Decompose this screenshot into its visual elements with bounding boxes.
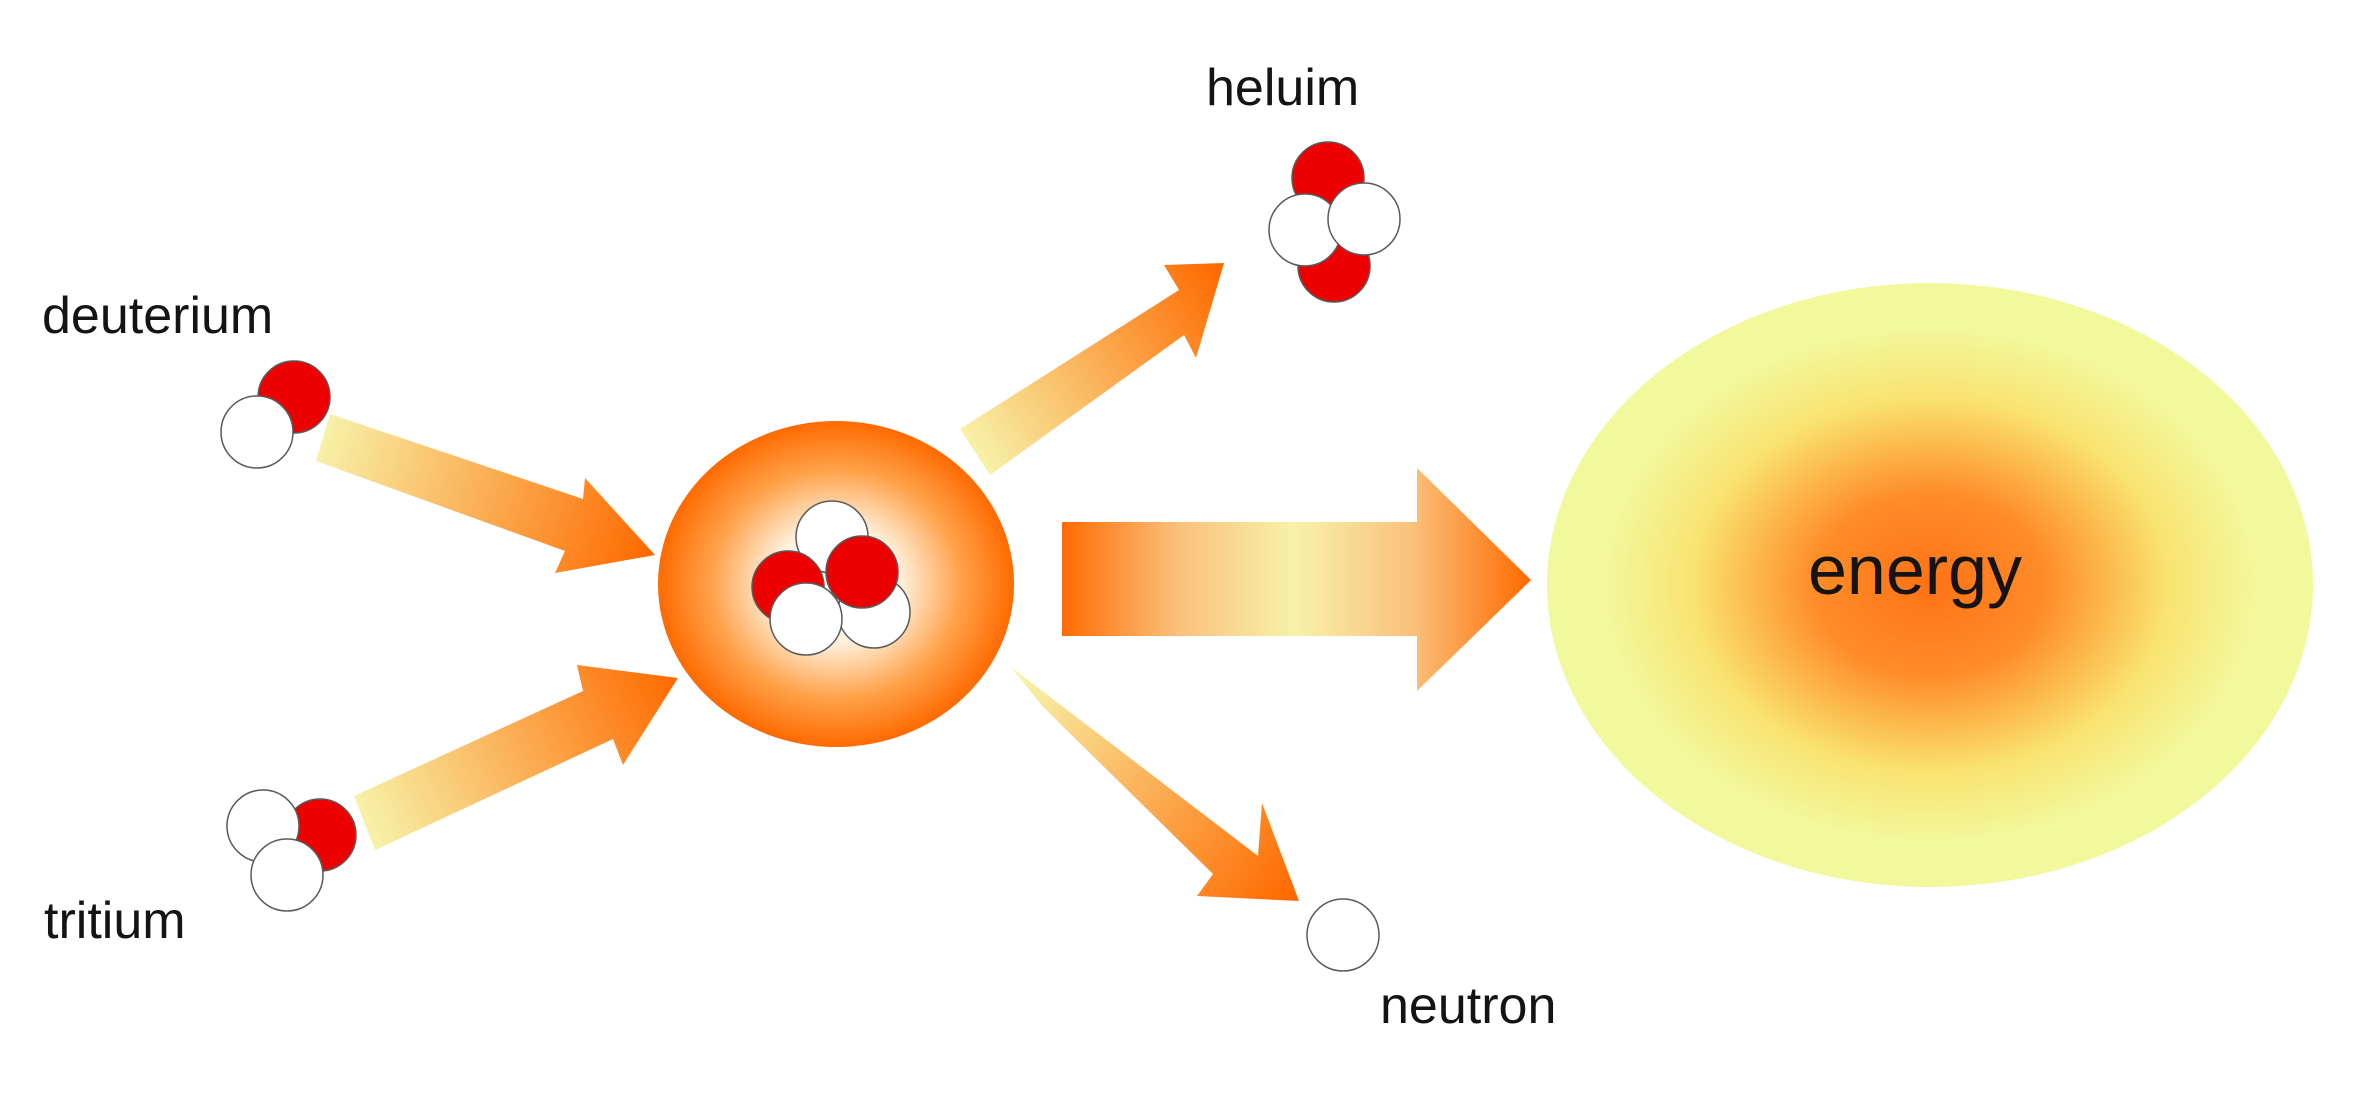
proton — [825, 535, 899, 609]
neutron-particle — [250, 838, 324, 912]
neutron-particle — [220, 395, 294, 469]
neutron-particle — [1327, 182, 1401, 256]
energy-label: energy — [1808, 531, 2023, 609]
energy-arrow — [1062, 468, 1531, 691]
tritium-particle — [226, 789, 357, 912]
tritium-arrow — [354, 665, 678, 850]
deuterium-particle — [220, 360, 331, 469]
energy-cloud — [1547, 283, 2313, 887]
free-neutron — [1306, 898, 1380, 972]
deuterium-label: deuterium — [42, 287, 274, 345]
helium-particle — [1268, 141, 1401, 303]
neutron-particle — [769, 582, 843, 656]
tritium-label: tritium — [44, 892, 186, 950]
helium-arrow — [960, 263, 1224, 475]
helium-label: heluim — [1206, 59, 1360, 117]
fused-nucleus — [751, 500, 911, 656]
neutron-label: neutron — [1380, 977, 1557, 1035]
neutron-arrow — [1011, 667, 1299, 901]
deuterium-arrow — [316, 414, 655, 573]
